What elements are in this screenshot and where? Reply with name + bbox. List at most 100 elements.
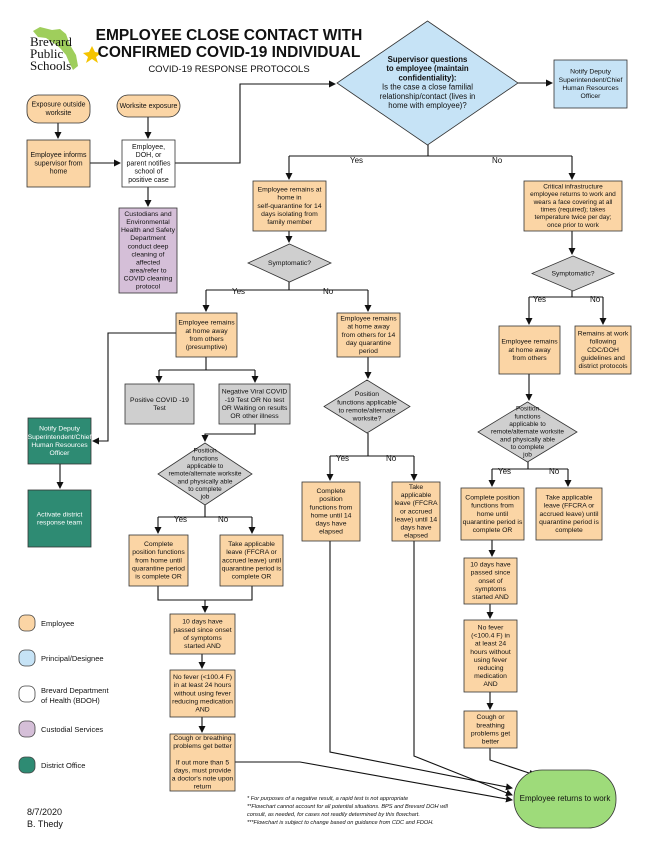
node-shape bbox=[463, 557, 518, 605]
node-text: home until bbox=[477, 511, 509, 518]
node-text: Negative Viral COVID bbox=[222, 389, 288, 396]
node-shape bbox=[247, 243, 332, 283]
node-text: to complete bbox=[188, 486, 222, 493]
node-text: area/refer to bbox=[129, 267, 166, 274]
node-shape bbox=[26, 94, 91, 124]
node-text: CDC/DOH bbox=[587, 347, 619, 354]
node-text: employee returns to work and bbox=[530, 191, 616, 198]
node-text: elapsed bbox=[319, 528, 343, 535]
node-text: Superintendent/Chief bbox=[559, 77, 623, 84]
node-text: and physically able bbox=[178, 478, 233, 485]
node-text: functions bbox=[514, 413, 541, 420]
legend-item-district: District Office bbox=[18, 756, 85, 774]
node-shape bbox=[530, 255, 616, 292]
node-text: COVID cleaning bbox=[124, 275, 173, 282]
node-shape bbox=[523, 180, 623, 232]
node-shape bbox=[169, 613, 236, 655]
node-text: home bbox=[50, 169, 68, 176]
node-text: Critical infrastructure bbox=[543, 184, 603, 191]
node-text: Custodians and bbox=[124, 211, 171, 218]
node-shape bbox=[553, 59, 628, 109]
node-text: from others bbox=[189, 336, 224, 343]
node-text: Symptomatic? bbox=[551, 270, 594, 277]
node-text: AND bbox=[483, 681, 497, 688]
node-text: Position bbox=[355, 391, 379, 398]
node-text: Supervisor questions bbox=[388, 55, 468, 64]
node-text: leave (FFCRA or bbox=[544, 503, 595, 510]
node-text: worksite? bbox=[352, 415, 382, 422]
node-text: supervisor from bbox=[34, 160, 82, 167]
node-text: Cough or breathing bbox=[173, 735, 231, 742]
logo-line3: Schools bbox=[30, 58, 71, 73]
node-worksite-exposure: Worksite exposure bbox=[116, 94, 181, 118]
node-text: remote/alternate worksite bbox=[169, 471, 242, 478]
node-text: days isolating from bbox=[261, 211, 318, 218]
node-shape bbox=[574, 325, 632, 375]
node-text: once prior to work bbox=[547, 222, 599, 229]
node-text: Employee remains bbox=[178, 320, 235, 327]
node-text: No fever (<100.4 F) bbox=[173, 674, 232, 681]
node-shape bbox=[27, 489, 92, 548]
node-text: Complete position bbox=[465, 495, 520, 502]
node-shape bbox=[218, 383, 291, 425]
node-text: at home away bbox=[508, 347, 551, 354]
node-text: 10 days have bbox=[182, 619, 223, 626]
node-text: Activate district bbox=[37, 511, 83, 518]
node-text: problems get better bbox=[173, 743, 232, 750]
legend-label: Principal/Designee bbox=[41, 654, 104, 663]
node-text: Complete bbox=[316, 488, 345, 495]
cond-yes-4: Yes bbox=[174, 515, 187, 524]
node-shape bbox=[391, 481, 441, 542]
node-text: quarantine period is bbox=[222, 565, 282, 572]
cond-no-1: No bbox=[492, 156, 503, 165]
node-returns: Employee returns to work bbox=[513, 769, 617, 829]
node-text: functions bbox=[192, 455, 219, 462]
node-text: Officer bbox=[50, 450, 71, 457]
node-text: to complete bbox=[511, 444, 545, 451]
node-text: OR other illness bbox=[230, 413, 279, 420]
node-text: and physically able bbox=[500, 436, 555, 443]
title-line1: EMPLOYEE CLOSE CONTACT WITH bbox=[96, 27, 363, 44]
node-text: Employee, bbox=[132, 144, 165, 151]
node-text: in at least 24 hours bbox=[174, 682, 232, 689]
node-text: passed since onset bbox=[173, 627, 231, 634]
node-text: (presumptive) bbox=[186, 344, 228, 351]
node-shape bbox=[175, 312, 238, 358]
node-text: Notify Deputy bbox=[39, 426, 80, 433]
node-text: AND bbox=[195, 706, 209, 713]
connector bbox=[329, 541, 513, 791]
node-text: worksite bbox=[45, 110, 72, 117]
node-symptomatic-l: Symptomatic? bbox=[247, 243, 332, 283]
footnote-2: **Flowchart cannot account for all poten… bbox=[247, 804, 449, 810]
cond-no-4: No bbox=[218, 515, 229, 524]
footnote-4: ***Flowchart is subject to change based … bbox=[247, 820, 434, 826]
node-text: symptoms bbox=[475, 586, 507, 593]
legend-item-custodial: Custodial Services bbox=[18, 720, 103, 738]
node-text: following bbox=[590, 339, 617, 346]
node-shape bbox=[219, 534, 284, 587]
node-text: functions from bbox=[310, 504, 353, 511]
connector bbox=[235, 761, 513, 803]
connector bbox=[489, 748, 536, 777]
node-text: problems get bbox=[471, 730, 510, 737]
node-text: Environmental bbox=[126, 219, 170, 226]
node-text: position bbox=[319, 496, 343, 503]
node-text: position functions bbox=[132, 549, 185, 556]
node-shape bbox=[535, 487, 603, 541]
node-text: 10 days have bbox=[470, 562, 511, 569]
node-shape bbox=[169, 669, 236, 718]
connector bbox=[157, 586, 253, 601]
node-text: (<100.4 F) in bbox=[471, 633, 510, 640]
node-text: wears a face covering at all bbox=[533, 199, 613, 206]
footnote-3: consult, as needed, for cases not readil… bbox=[247, 812, 420, 818]
